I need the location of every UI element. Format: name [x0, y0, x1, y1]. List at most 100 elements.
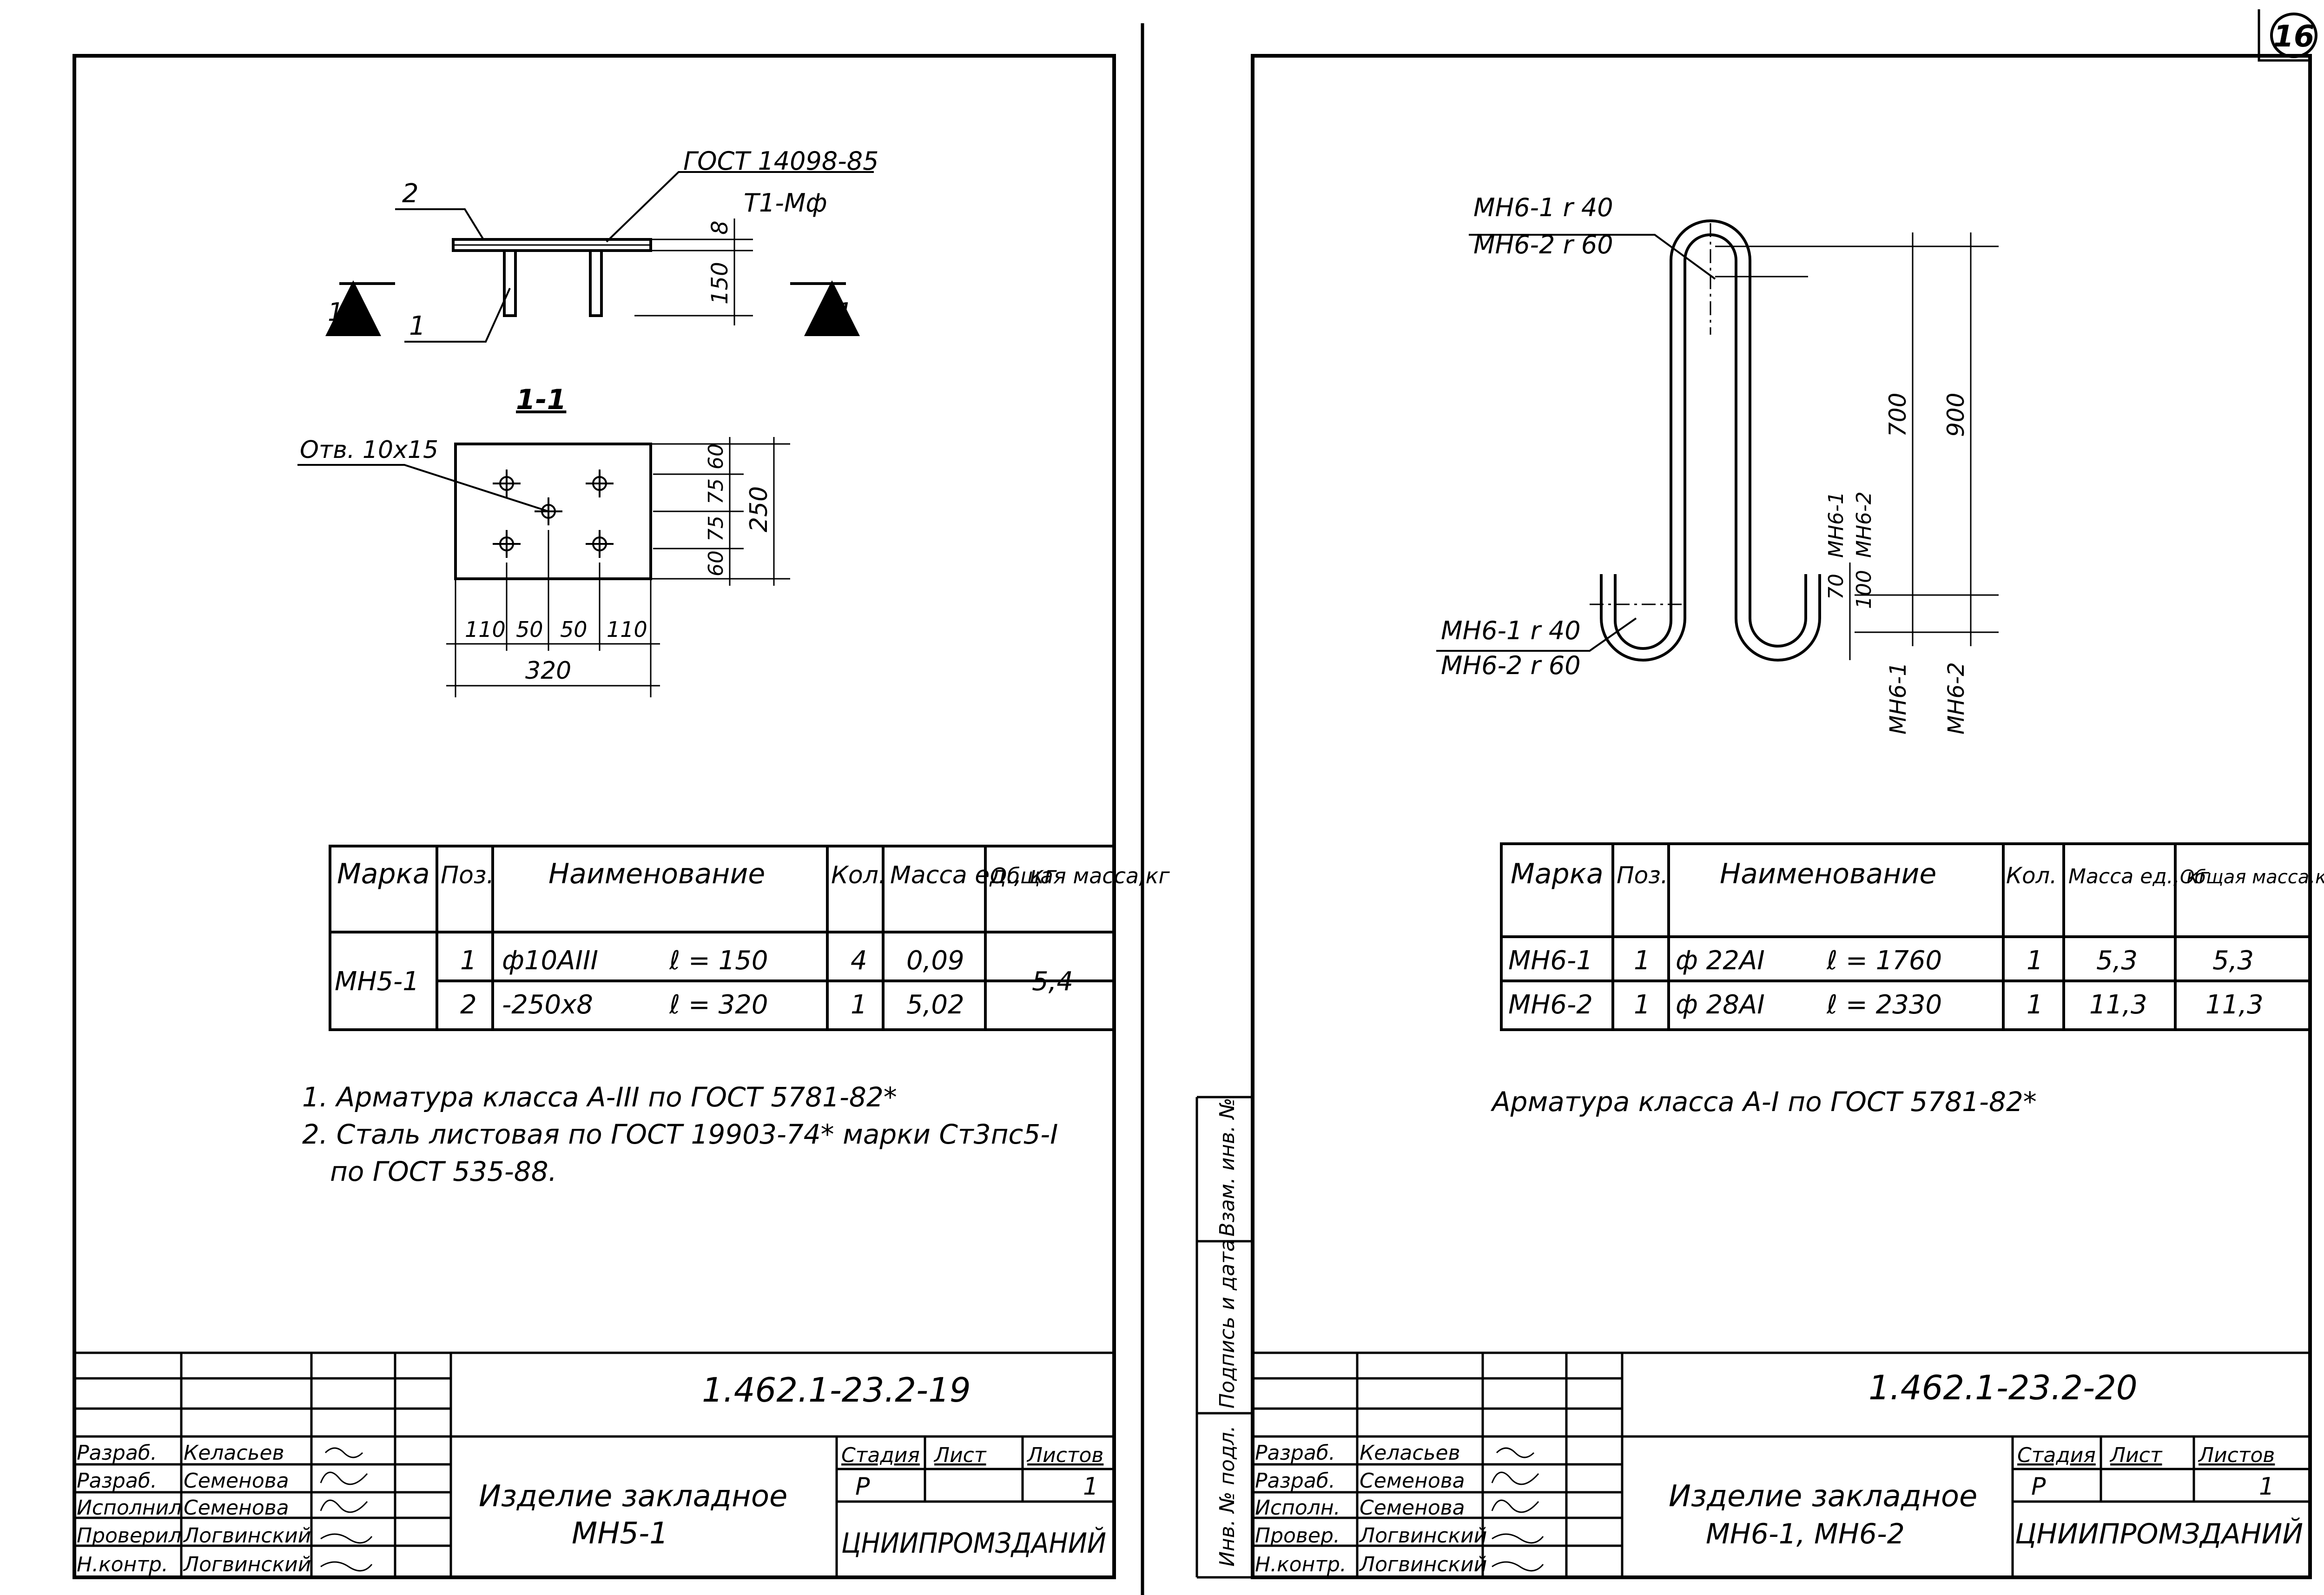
r-bot-2: МН6-2 r 60 — [1441, 651, 1581, 680]
plate-holes — [493, 470, 614, 558]
svg-text:Семенова: Семенова — [184, 1469, 289, 1493]
svg-text:Семенова: Семенова — [1360, 1469, 1465, 1493]
r2-mass: 11,3 — [2089, 990, 2147, 1020]
dim-h-4: 110 — [607, 617, 647, 642]
pos-2-label: 2 — [402, 179, 419, 209]
side-stamp: Инв. № подл. Подпись и дата Взам. инв. № — [1195, 1096, 1253, 1579]
svg-text:Семенова: Семенова — [184, 1496, 289, 1520]
dim-label-mn62: МН6-2 — [1852, 491, 1876, 558]
plate-plan — [454, 443, 652, 580]
hdr-total: Общая масса,кг — [990, 863, 1170, 888]
pos-1-label: 1 — [409, 311, 426, 341]
tb20-sheets: 1 — [2259, 1473, 2274, 1501]
r2-qty: 1 — [2027, 990, 2043, 1020]
tb19-code: 1.462.1-23.2-19 — [702, 1370, 971, 1410]
stamp-inv-podl: Инв. № подл. — [1215, 1425, 1239, 1567]
hdr20-pos: Поз. — [1617, 862, 1668, 889]
bar-len-dim: 150 — [707, 262, 733, 304]
r-bot-1: МН6-1 r 40 — [1441, 616, 1581, 645]
note-20: Арматура класса А-I по ГОСТ 5781-82* — [1490, 1086, 2037, 1118]
mn5-side-view: 2 1 ГОСТ 14098-85 Т1-Мф 8 150 1 1 — [325, 146, 878, 343]
tb20-stage: Р — [2031, 1473, 2046, 1501]
row2-name: -250х8 — [502, 990, 593, 1020]
svg-text:Проверил: Проверил — [77, 1524, 182, 1548]
tb20-org: ЦНИИПРОМЗДАНИЙ — [2015, 1517, 2303, 1550]
row2-qty: 1 — [851, 990, 867, 1020]
tb19-name1: Изделие закладное — [479, 1479, 787, 1514]
r-top-1: МН6-1 r 40 — [1473, 193, 1613, 222]
dim-label-mn61: МН6-1 — [1824, 491, 1848, 558]
page-number: 16 — [2273, 20, 2314, 54]
section-mark-left: 1 — [328, 298, 343, 327]
note-1: 1. Арматура класса А-III по ГОСТ 5781-82… — [302, 1081, 897, 1113]
dim-h-2: 50 — [516, 617, 543, 642]
hdr20-mass: Масса ед., кг — [2068, 865, 2210, 888]
dim-700: 700 — [1884, 393, 1911, 437]
anchor-bar-right — [589, 249, 603, 317]
hdr-qty: Кол. — [831, 861, 886, 889]
bar-inner — [1684, 233, 1821, 662]
tb19-roles: Разраб. Разраб. Исполнил Проверил Н.конт… — [77, 1441, 182, 1576]
row2-pos: 2 — [460, 990, 477, 1020]
dim-h-total: 320 — [525, 657, 571, 685]
svg-text:Логвинский: Логвинский — [1359, 1553, 1487, 1576]
tb19-signatures — [320, 1447, 373, 1572]
spec-table-19: Марка Поз. Наименование Кол. Масса ед., … — [329, 845, 1170, 1031]
svg-text:Келасьев: Келасьев — [1360, 1441, 1460, 1465]
sheet-20: Инв. № подл. Подпись и дата Взам. инв. №… — [1195, 54, 2324, 1579]
sheet-19-frame — [73, 54, 1116, 1579]
weld-note-line2: Т1-Мф — [744, 188, 827, 218]
svg-text:Исполн.: Исполн. — [1255, 1496, 1340, 1520]
hdr-name: Наименование — [548, 858, 765, 890]
r-top-2: МН6-2 r 60 — [1473, 230, 1613, 259]
anchor-bar-left — [503, 249, 517, 317]
base-label-mn62: МН6-2 — [1943, 662, 1969, 735]
r2-total: 11,3 — [2205, 990, 2264, 1020]
tb19-sheets-label: Листов — [1026, 1443, 1103, 1467]
dim-h-3: 50 — [560, 617, 588, 642]
tb19-names: Келасьев Семенова Семенова Логвинский Ло… — [183, 1441, 311, 1576]
section-mark-right: 1 — [837, 298, 852, 327]
dim-v-1: 60 — [704, 443, 728, 470]
tb20-code: 1.462.1-23.2-20 — [1868, 1368, 2138, 1407]
svg-text:Разраб.: Разраб. — [1255, 1441, 1335, 1465]
tb20-sheets-label: Листов — [2198, 1443, 2275, 1467]
svg-text:Н.контр.: Н.контр. — [1255, 1553, 1347, 1576]
hdr-pos: Поз. — [441, 861, 494, 889]
hdr20-name: Наименование — [1720, 858, 1936, 890]
r1-pos: 1 — [1634, 946, 1651, 976]
tb20-sheet-label: Лист — [2109, 1443, 2163, 1467]
hdr20-qty: Кол. — [2006, 863, 2057, 889]
row1-len: ℓ = 150 — [669, 946, 768, 976]
r1-total: 5,3 — [2212, 946, 2254, 976]
bar-foot-left-inner — [1600, 574, 1686, 662]
tb20-stage-label: Стадия — [2017, 1443, 2096, 1467]
plate-thk-dim: 8 — [707, 220, 733, 235]
note-3: по ГОСТ 535-88. — [330, 1156, 557, 1187]
r1-qty: 1 — [2027, 946, 2043, 976]
svg-text:Исполнил: Исполнил — [77, 1496, 182, 1520]
row1-mass: 0,09 — [906, 946, 964, 976]
hdr-mark: Марка — [337, 858, 430, 890]
tb20-signatures — [1491, 1447, 1544, 1572]
weld-note-line1: ГОСТ 14098-85 — [683, 146, 878, 176]
bar-outer — [1670, 219, 1807, 648]
r2-len: ℓ = 2330 — [1826, 990, 1942, 1020]
stamp-vzam-inv: Взам. инв. № — [1215, 1098, 1239, 1237]
svg-text:Разраб.: Разраб. — [77, 1441, 157, 1465]
svg-text:Н.контр.: Н.контр. — [77, 1553, 168, 1576]
notes-19: 1. Арматура класса А-III по ГОСТ 5781-82… — [302, 1081, 1058, 1187]
tb19-sheet-label: Лист — [933, 1443, 987, 1467]
tb19-name2: МН5-1 — [572, 1516, 668, 1551]
tb19-org: ЦНИИПРОМЗДАНИЙ — [841, 1527, 1106, 1560]
svg-text:Логвинский: Логвинский — [183, 1553, 311, 1576]
row1-name: ф10АIII — [502, 946, 598, 976]
section-title: 1-1 — [516, 384, 566, 416]
tb20-name2: МН6-1, МН6-2 — [1706, 1518, 1905, 1550]
row-mark: МН5-1 — [335, 966, 419, 997]
sheet-19: 2 1 ГОСТ 14098-85 Т1-Мф 8 150 1 1 1-1 — [73, 54, 1170, 1579]
tb20-name1: Изделие закладное — [1669, 1479, 1977, 1514]
r2-pos: 1 — [1634, 990, 1651, 1020]
r1-mark: МН6-1 — [1508, 946, 1593, 976]
